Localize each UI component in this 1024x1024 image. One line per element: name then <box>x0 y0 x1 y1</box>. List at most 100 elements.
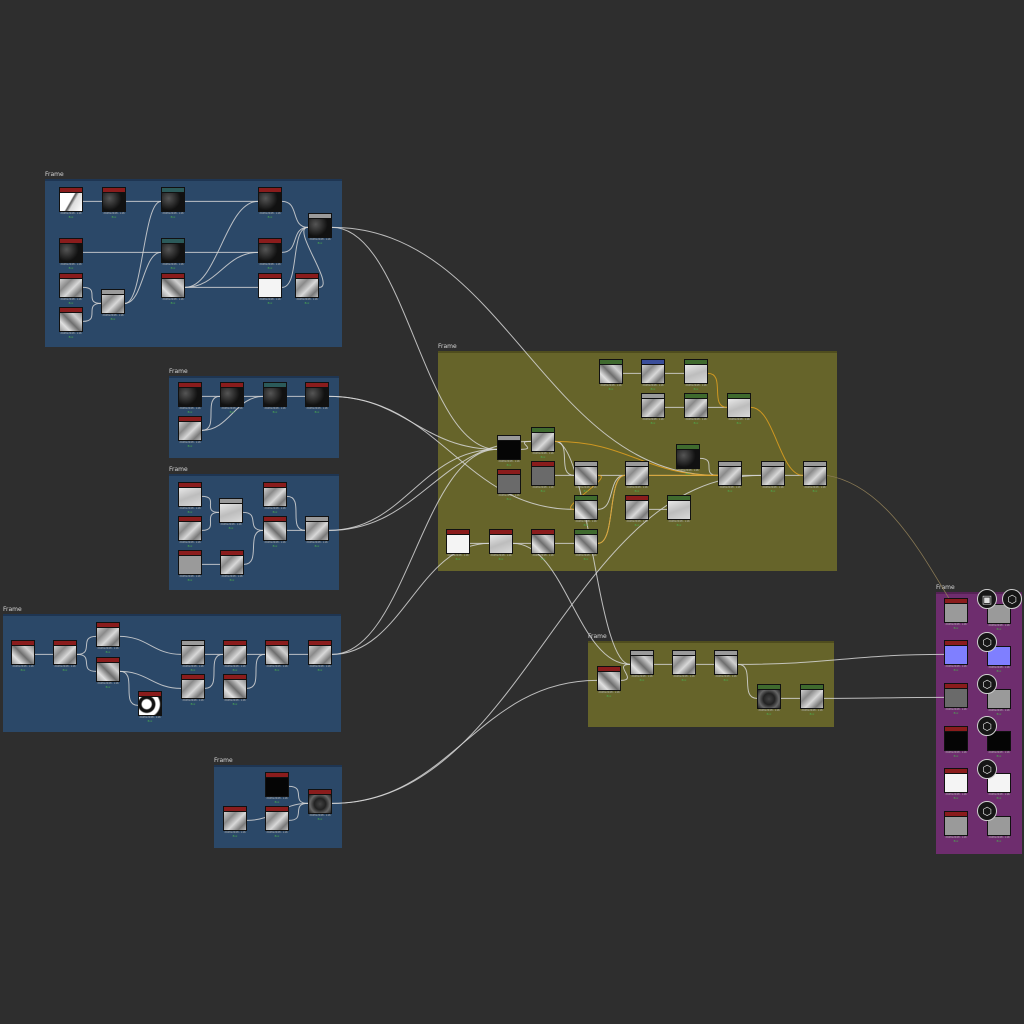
node-thumbnail[interactable] <box>987 816 1011 836</box>
node-header[interactable] <box>220 382 244 387</box>
node-header[interactable] <box>489 529 513 534</box>
node-header[interactable] <box>178 482 202 487</box>
node-header[interactable] <box>944 598 968 603</box>
node-thumbnail[interactable] <box>263 521 287 541</box>
node-thumbnail[interactable] <box>305 387 329 407</box>
node-thumbnail[interactable] <box>96 627 120 647</box>
node-thumbnail[interactable] <box>258 278 282 298</box>
node-thumbnail[interactable] <box>489 534 513 554</box>
node-header[interactable] <box>944 811 968 816</box>
node-header[interactable] <box>59 238 83 243</box>
node-thumbnail[interactable] <box>178 521 202 541</box>
node-thumbnail[interactable] <box>223 645 247 665</box>
frame-title[interactable]: Frame <box>169 466 188 473</box>
node-thumbnail[interactable] <box>641 364 665 384</box>
checker-icon[interactable]: ▣ <box>977 589 997 609</box>
node-thumbnail[interactable] <box>265 645 289 665</box>
node-header[interactable] <box>641 393 665 398</box>
node-header[interactable] <box>138 691 162 696</box>
node-thumbnail[interactable] <box>53 645 77 665</box>
frame-title[interactable]: Frame <box>3 606 22 613</box>
node-header[interactable] <box>59 187 83 192</box>
node-thumbnail[interactable] <box>258 243 282 263</box>
node-thumbnail[interactable] <box>59 312 83 332</box>
node-header[interactable] <box>641 359 665 364</box>
node-thumbnail[interactable] <box>672 655 696 675</box>
node-header[interactable] <box>258 187 282 192</box>
cube-icon[interactable]: ⬡ <box>977 759 997 779</box>
node-thumbnail[interactable] <box>684 398 708 418</box>
node-header[interactable] <box>944 640 968 645</box>
frame-title[interactable]: Frame <box>438 343 457 350</box>
node-header[interactable] <box>531 461 555 466</box>
node-thumbnail[interactable] <box>531 534 555 554</box>
node-header[interactable] <box>597 666 621 671</box>
node-header[interactable] <box>800 684 824 689</box>
node-header[interactable] <box>101 289 125 294</box>
node-header[interactable] <box>531 529 555 534</box>
node-header[interactable] <box>53 640 77 645</box>
node-thumbnail[interactable] <box>684 364 708 384</box>
node-header[interactable] <box>497 435 521 440</box>
node-header[interactable] <box>265 806 289 811</box>
frame-title[interactable]: Frame <box>214 757 233 764</box>
node-header[interactable] <box>761 461 785 466</box>
node-thumbnail[interactable] <box>223 679 247 699</box>
node-header[interactable] <box>625 495 649 500</box>
node-thumbnail[interactable] <box>803 466 827 486</box>
node-thumbnail[interactable] <box>667 500 691 520</box>
node-thumbnail[interactable] <box>265 811 289 831</box>
node-thumbnail[interactable] <box>531 432 555 452</box>
node-thumbnail[interactable] <box>220 555 244 575</box>
node-header[interactable] <box>161 273 185 278</box>
node-thumbnail[interactable] <box>178 555 202 575</box>
node-thumbnail[interactable] <box>718 466 742 486</box>
node-header[interactable] <box>161 238 185 243</box>
node-thumbnail[interactable] <box>59 192 83 212</box>
node-header[interactable] <box>574 461 598 466</box>
node-thumbnail[interactable] <box>178 387 202 407</box>
node-header[interactable] <box>599 359 623 364</box>
node-header[interactable] <box>295 273 319 278</box>
node-header[interactable] <box>178 416 202 421</box>
node-header[interactable] <box>630 650 654 655</box>
frame-title[interactable]: Frame <box>588 633 607 640</box>
node-header[interactable] <box>531 427 555 432</box>
